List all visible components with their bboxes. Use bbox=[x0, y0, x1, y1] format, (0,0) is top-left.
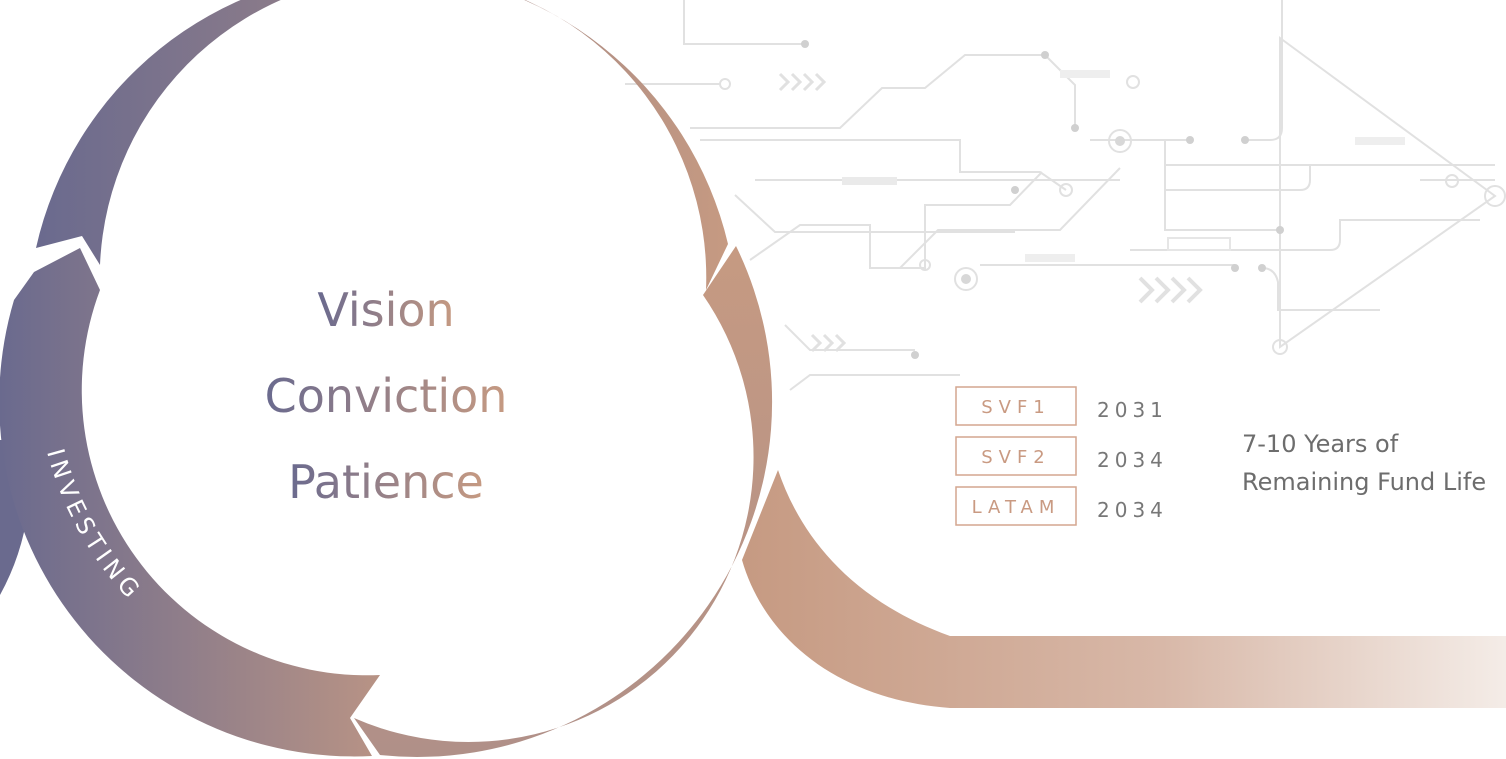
fund-year: 2031 bbox=[1097, 398, 1168, 422]
center-word-patience: Patience bbox=[288, 455, 484, 509]
arc-investing bbox=[0, 248, 380, 757]
arc-monetization bbox=[354, 246, 773, 757]
label-monetization: MONETIZATION bbox=[600, 433, 744, 647]
remaining-life-line1: 7-10 Years of bbox=[1242, 430, 1399, 458]
remaining-life-line2: Remaining Fund Life bbox=[1242, 468, 1486, 496]
fund-tag: SVF1 bbox=[981, 397, 1051, 418]
circuit-arrow-icon bbox=[625, 0, 1506, 391]
fund-year: 2034 bbox=[1097, 498, 1168, 522]
fund-life-tail bbox=[742, 470, 1506, 708]
fund-tag-box bbox=[955, 486, 1077, 526]
fund-tag: SVF2 bbox=[981, 447, 1051, 468]
center-word-conviction: Conviction bbox=[265, 369, 508, 423]
center-word-vision: Vision bbox=[317, 283, 454, 337]
label-value-creation: VALUE CREATION bbox=[242, 32, 526, 91]
fund-tag-box bbox=[955, 436, 1077, 476]
fund-list: SVF1 2031 SVF2 2034 LATAM 2034 bbox=[955, 386, 1168, 526]
fund-tag: LATAM bbox=[972, 497, 1061, 518]
fund-tag-box bbox=[955, 386, 1077, 426]
fund-year: 2034 bbox=[1097, 448, 1168, 472]
